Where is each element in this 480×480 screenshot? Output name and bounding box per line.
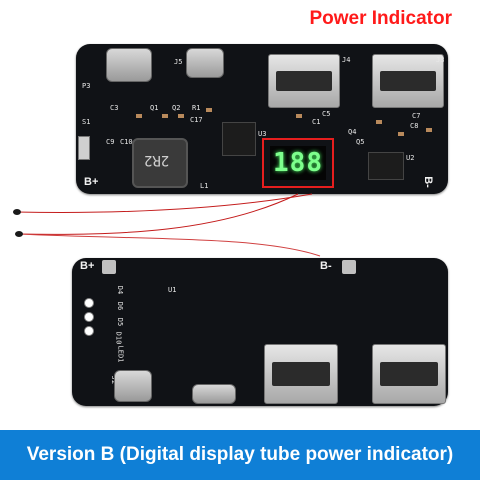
version-banner: Version B (Digital display tube power in… bbox=[0, 430, 480, 480]
bottom-usb-c bbox=[192, 384, 236, 404]
wire-red-1 bbox=[15, 193, 313, 213]
silk-r1: R1 bbox=[192, 104, 201, 112]
bottom-usb-a-right bbox=[372, 344, 446, 404]
silk-d5: D5 bbox=[116, 317, 125, 327]
b-minus-label: B- bbox=[421, 176, 434, 188]
silk-q5: Q5 bbox=[356, 138, 365, 146]
silk-j4: J4 bbox=[342, 56, 351, 64]
via-hole bbox=[84, 326, 94, 336]
silk-c3: C3 bbox=[110, 104, 119, 112]
silk-c17: C17 bbox=[190, 116, 203, 124]
wire-red-2 bbox=[17, 193, 299, 235]
silk-j5: J5 bbox=[174, 58, 183, 66]
b-plus-label: B+ bbox=[84, 176, 99, 188]
smd-component bbox=[426, 128, 432, 132]
silk-d6: D6 bbox=[116, 301, 125, 311]
battery-pad-minus bbox=[342, 260, 356, 274]
silk-u1: U1 bbox=[168, 286, 177, 294]
usb-c-port bbox=[186, 48, 224, 78]
silk-u3: U3 bbox=[258, 130, 267, 138]
tactile-switch bbox=[78, 136, 90, 160]
silk-c9: C9 bbox=[106, 138, 115, 146]
banner-text: Version B (Digital display tube power in… bbox=[26, 444, 454, 465]
via-hole bbox=[84, 312, 94, 322]
bottom-b-plus-label: B+ bbox=[80, 260, 95, 272]
usb-a-port-j4 bbox=[268, 54, 340, 108]
wire-red-3 bbox=[17, 233, 321, 257]
silk-q1: Q1 bbox=[150, 104, 159, 112]
display-reading: 188 bbox=[273, 148, 323, 178]
silk-s1: S1 bbox=[82, 118, 91, 126]
silk-q4: Q4 bbox=[348, 128, 357, 136]
silk-c7: C7 bbox=[412, 112, 421, 120]
power-indicator-title: Power Indicator bbox=[309, 8, 452, 29]
controller-chip bbox=[222, 122, 256, 156]
silk-q2: Q2 bbox=[172, 104, 181, 112]
silk-d4: D4 bbox=[116, 285, 125, 295]
bottom-usb-a-left bbox=[264, 344, 338, 404]
pcb-bottom-side: B+ B- D4 D6 D5 D10 LED1 J2 U1 bbox=[72, 258, 448, 406]
silk-c10: C10 bbox=[120, 138, 133, 146]
bottom-micro-usb bbox=[114, 370, 152, 402]
silk-j3: J3 bbox=[436, 56, 445, 64]
silk-l1: L1 bbox=[200, 182, 209, 190]
silk-u2: U2 bbox=[406, 154, 415, 162]
battery-pad-plus bbox=[102, 260, 116, 274]
smd-component bbox=[206, 108, 212, 112]
driver-chip-u2 bbox=[368, 152, 404, 180]
inductor-2r2: 2R2 bbox=[132, 138, 188, 188]
smd-component bbox=[376, 120, 382, 124]
thermistor-bead-1 bbox=[13, 209, 21, 215]
seven-segment-display: 188 bbox=[270, 146, 326, 180]
inductor-marking: 2R2 bbox=[144, 152, 170, 168]
via-hole bbox=[84, 298, 94, 308]
silk-d10: D10 bbox=[114, 331, 123, 345]
digital-display-highlight: 188 bbox=[262, 138, 334, 188]
silk-led1: LED1 bbox=[116, 345, 125, 363]
smd-component bbox=[398, 132, 404, 136]
silk-c5: C5 bbox=[322, 110, 331, 118]
silk-c1: C1 bbox=[312, 118, 321, 126]
silk-c8: C8 bbox=[410, 122, 419, 130]
bottom-b-minus-label: B- bbox=[320, 260, 332, 272]
silk-p3: P3 bbox=[82, 82, 91, 90]
thermistor-bead-2 bbox=[15, 231, 23, 237]
usb-a-port-j3 bbox=[372, 54, 444, 108]
smd-component bbox=[162, 114, 168, 118]
smd-component bbox=[296, 114, 302, 118]
smd-component bbox=[136, 114, 142, 118]
smd-component bbox=[178, 114, 184, 118]
usb-c-port-large bbox=[106, 48, 152, 82]
